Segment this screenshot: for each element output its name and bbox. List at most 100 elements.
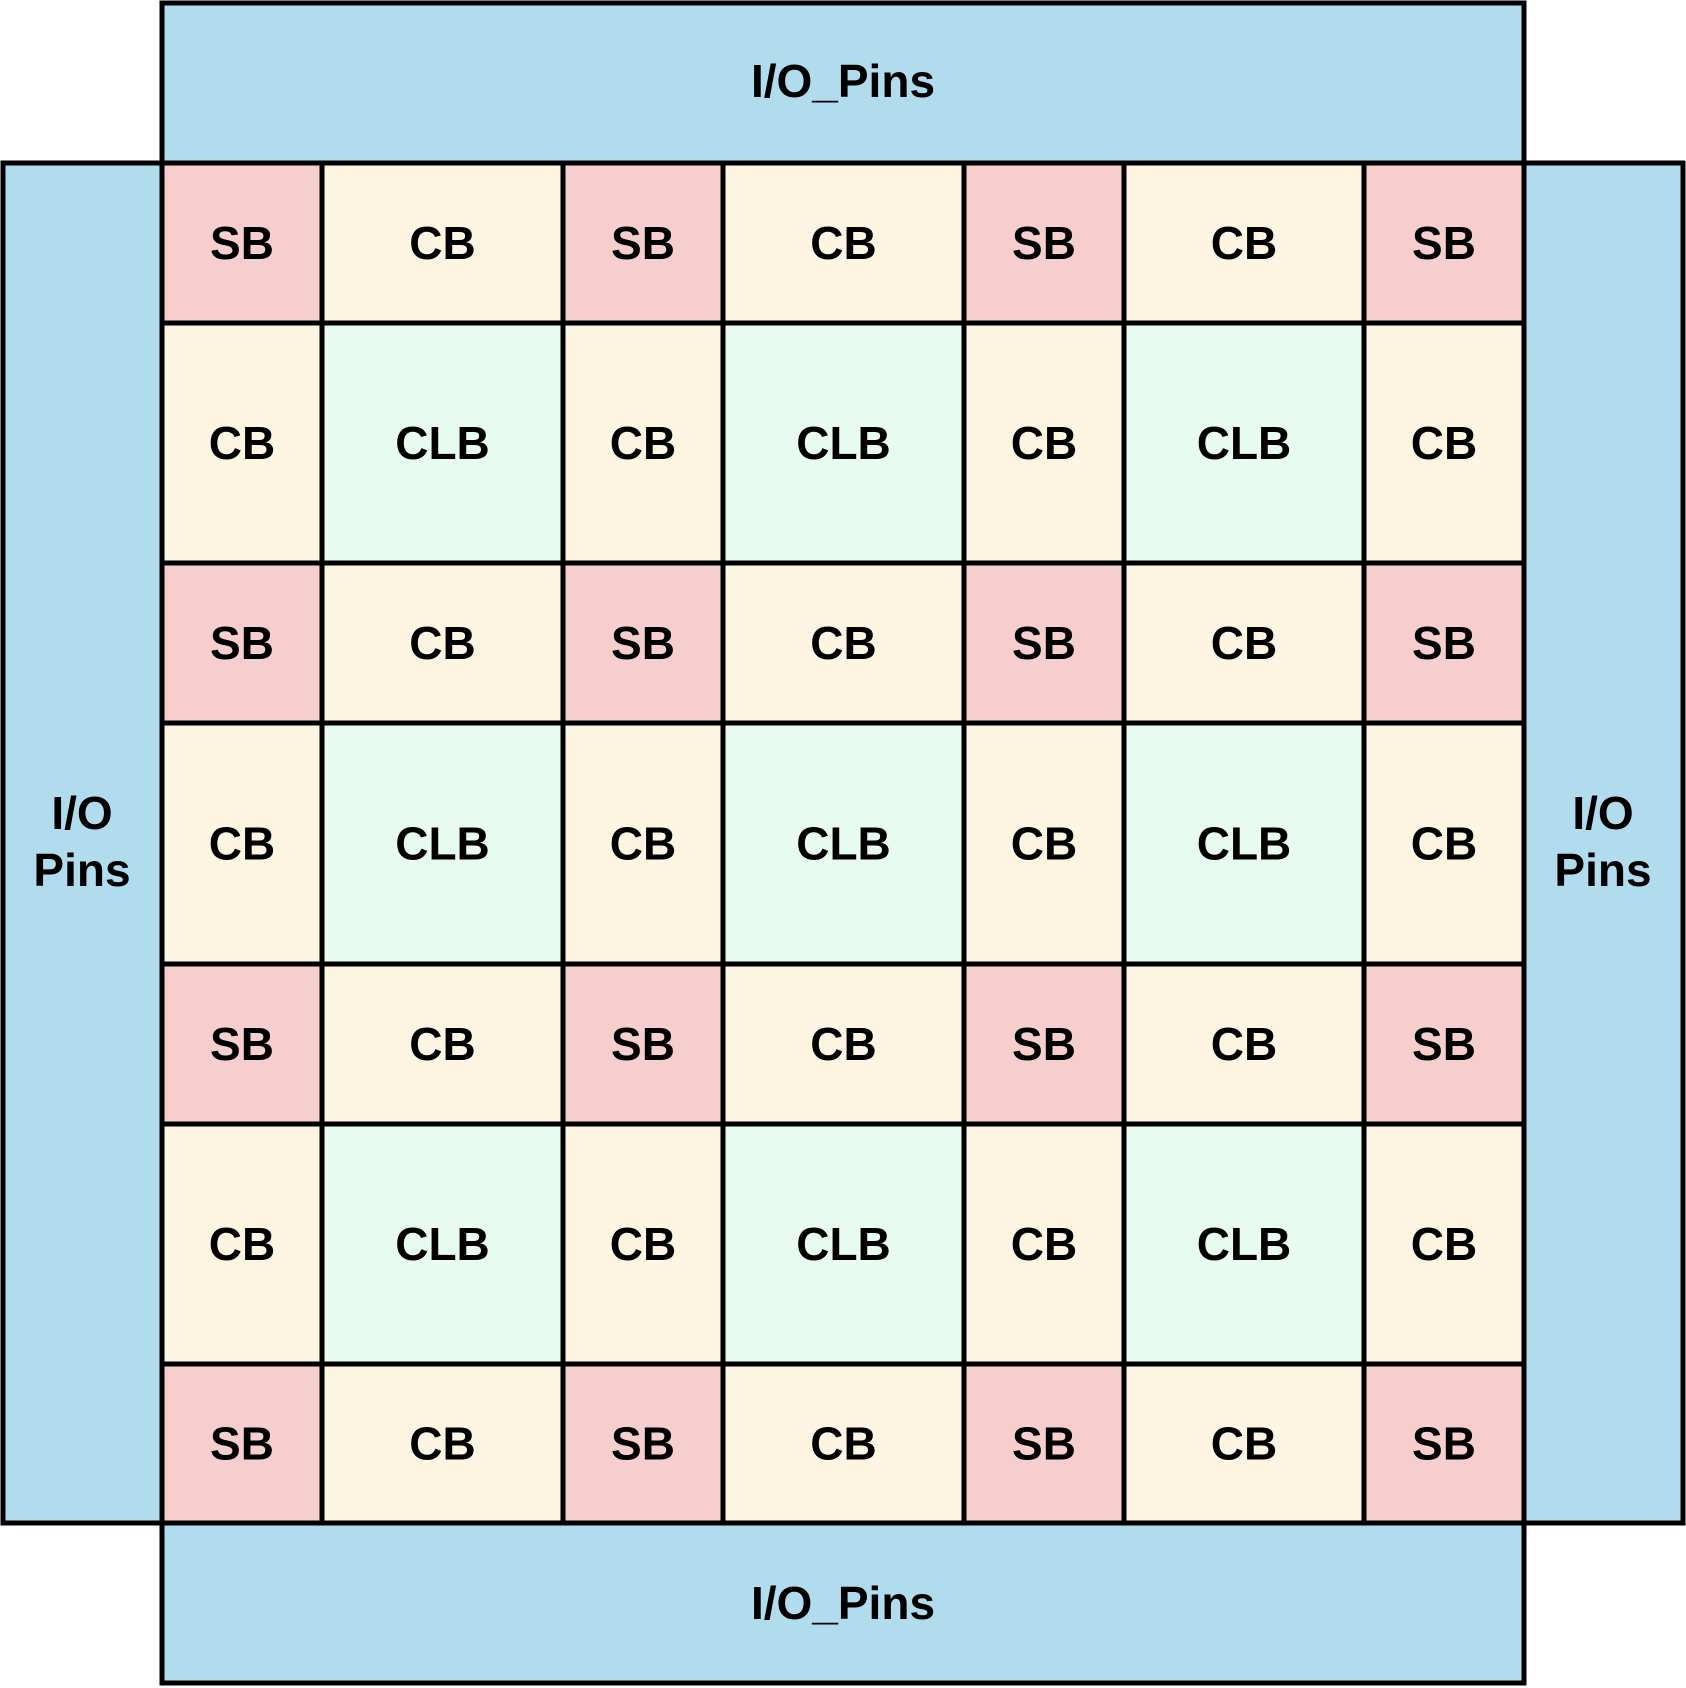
fabric-cell-cb: CB [159, 1121, 325, 1367]
fabric-cell-sb-box [961, 560, 1127, 726]
fabric-cell-cb-box [1121, 961, 1367, 1127]
fabric-cell-sb-label: SB [210, 1418, 274, 1470]
fabric-cell-clb: CLB [720, 1121, 967, 1367]
fabric-cell-cb-label: CB [1411, 417, 1477, 469]
fabric-cell-cb-label: CB [1211, 617, 1277, 669]
fabric-cell-sb: SB [961, 160, 1127, 326]
fabric-cell-cb-box [159, 320, 325, 566]
fabric-cell-cb-box [319, 560, 566, 726]
fabric-cell-sb: SB [159, 560, 325, 726]
fabric-cell-cb: CB [720, 961, 967, 1127]
fabric-cell-cb: CB [1121, 961, 1367, 1127]
io-bank-left-box [0, 160, 165, 1526]
fabric-cell-cb: CB [961, 1121, 1127, 1367]
fabric-cell-sb-box [1361, 1361, 1527, 1526]
fabric-cell-sb-label: SB [611, 217, 675, 269]
fabric-cell-clb: CLB [1121, 720, 1367, 967]
fabric-cell-cb-label: CB [1211, 1018, 1277, 1070]
fabric-cell-sb-box [961, 1361, 1127, 1526]
fabric-cell-sb-box [159, 560, 325, 726]
fabric-cell-cb: CB [319, 560, 566, 726]
fabric-cell-cb-label: CB [810, 1018, 876, 1070]
fabric-cell-cb-label: CB [409, 1018, 475, 1070]
io-bank-left-label-line1: I/O [51, 787, 112, 839]
fabric-cell-cb-label: CB [1011, 1218, 1077, 1270]
fabric-cell-cb-label: CB [810, 617, 876, 669]
fabric-cell-clb-label: CLB [1197, 1218, 1292, 1270]
fabric-cell-cb-box [319, 1361, 566, 1526]
fabric-cell-clb-label: CLB [1197, 818, 1292, 870]
fabric-cell-cb: CB [720, 1361, 967, 1526]
fabric-cell-sb-box [560, 1361, 726, 1526]
fabric-cell-cb: CB [1361, 1121, 1527, 1367]
fabric-cell-sb: SB [560, 961, 726, 1127]
fabric-cell-sb-box [159, 961, 325, 1127]
fabric-cell-cb-label: CB [610, 1218, 676, 1270]
fabric-cell-sb-label: SB [1012, 617, 1076, 669]
fabric-cell-cb-box [720, 1361, 967, 1526]
fabric-cell-clb-label: CLB [395, 1218, 490, 1270]
fabric-cell-cb-box [720, 160, 967, 326]
io-bank-right: I/O Pins [1521, 160, 1686, 1526]
fabric-cell-sb-box [1361, 961, 1527, 1127]
io-bank-left-label-line2: Pins [33, 844, 130, 896]
fabric-cell-cb-label: CB [209, 417, 275, 469]
fabric-cell-cb: CB [159, 720, 325, 967]
fabric-cell-cb-box [720, 560, 967, 726]
fabric-cell-cb-label: CB [810, 217, 876, 269]
fabric-cell-cb: CB [319, 1361, 566, 1526]
fabric-cell-sb: SB [560, 1361, 726, 1526]
io-bank-left: I/O Pins [0, 160, 165, 1526]
fabric-cell-cb: CB [159, 320, 325, 566]
fabric-cell-cb: CB [560, 720, 726, 967]
fabric-cell-cb-label: CB [1211, 1418, 1277, 1470]
fabric-cell-sb: SB [961, 1361, 1127, 1526]
fabric-cell-cb: CB [1361, 320, 1527, 566]
fabric-cell-cb: CB [319, 160, 566, 326]
fabric-cell-cb-box [560, 1121, 726, 1367]
fabric-cell-cb-label: CB [810, 1418, 876, 1470]
fabric-cell-sb-label: SB [611, 617, 675, 669]
fabric-cell-clb: CLB [319, 720, 566, 967]
fabric-cell-sb-label: SB [1012, 1018, 1076, 1070]
fabric-cell-cb-box [961, 1121, 1127, 1367]
fabric-cell-cb: CB [1121, 1361, 1367, 1526]
fabric-cell-cb: CB [961, 320, 1127, 566]
fabric-cell-cb: CB [560, 1121, 726, 1367]
fabric-cell-clb-label: CLB [796, 417, 891, 469]
fabric-cell-cb-box [1361, 1121, 1527, 1367]
fabric-cell-clb: CLB [319, 320, 566, 566]
io-bank-bottom-label: I/O_Pins [751, 1577, 935, 1629]
fabric-cell-cb-label: CB [1011, 417, 1077, 469]
fabric-cell-cb: CB [961, 720, 1127, 967]
fabric-cell-cb-box [1121, 1361, 1367, 1526]
fabric-cell-cb-label: CB [610, 818, 676, 870]
fabric-cell-sb-box [159, 1361, 325, 1526]
fabric-cell-sb: SB [159, 961, 325, 1127]
fabric-cell-sb-label: SB [1412, 217, 1476, 269]
fabric-cell-sb-label: SB [210, 617, 274, 669]
fabric-cell-sb-label: SB [1012, 217, 1076, 269]
fabric-cell-sb: SB [159, 160, 325, 326]
fabric-cell-cb-label: CB [409, 617, 475, 669]
fabric-cell-sb: SB [961, 961, 1127, 1127]
fabric-cell-cb-box [560, 320, 726, 566]
fabric-cell-cb: CB [1361, 720, 1527, 967]
fabric-cell-cb-box [1361, 320, 1527, 566]
fabric-cell-sb-box [1361, 560, 1527, 726]
fabric-cell-clb-box [720, 720, 967, 967]
fabric-cell-cb-label: CB [209, 1218, 275, 1270]
fabric-cell-sb: SB [961, 560, 1127, 726]
io-bank-bottom-box [159, 1520, 1527, 1686]
fabric-cell-sb: SB [1361, 560, 1527, 726]
fabric-cell-cb: CB [1121, 560, 1367, 726]
fabric-cell-cb-box [1121, 160, 1367, 326]
fabric-cell-cb-label: CB [1211, 217, 1277, 269]
fabric-cell-clb: CLB [720, 720, 967, 967]
fabric-cell-sb-label: SB [1412, 617, 1476, 669]
fabric-cell-cb-label: CB [209, 818, 275, 870]
fabric-cell-cb-box [1361, 720, 1527, 967]
fabric-cell-clb-label: CLB [796, 1218, 891, 1270]
fabric-cell-sb: SB [560, 560, 726, 726]
fabric-cell-sb-label: SB [611, 1018, 675, 1070]
